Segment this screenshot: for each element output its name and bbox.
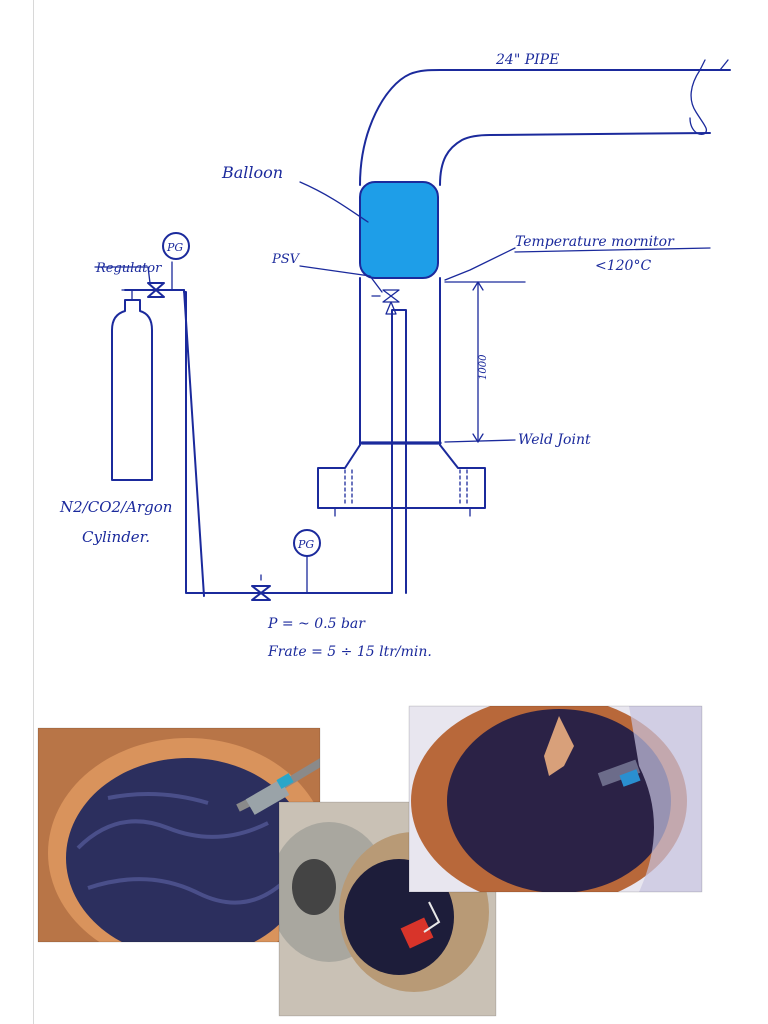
pipe-elbow xyxy=(359,59,731,186)
pressure-gauge-label-top: PG xyxy=(166,241,183,254)
temperature-monitor-label: Temperature mornitor xyxy=(515,234,675,250)
dimension-marker xyxy=(444,281,526,443)
purge-setup-sketch: 24" PIPE Balloon Temperature mornitor <1… xyxy=(59,52,731,660)
hand-in-pipe-photo xyxy=(409,706,702,892)
pressure-gauge-top xyxy=(162,232,190,260)
bottom-valve xyxy=(251,574,271,601)
regulator-valve xyxy=(147,261,173,298)
temperature-limit-label: <120°C xyxy=(595,258,651,274)
flow-rate-label: Frate = 5 ÷ 15 ltr/min. xyxy=(267,644,432,660)
page-margin-line xyxy=(33,0,34,1024)
spool-walls xyxy=(359,277,442,446)
psv-valve xyxy=(371,289,400,315)
cylinder-label: Cylinder. xyxy=(82,528,150,546)
psv-label: PSV xyxy=(271,252,301,267)
pressure-gauge-bottom xyxy=(293,529,321,594)
pressure-gauge-label-bottom: PG xyxy=(297,538,314,551)
cylinder-gas-label: N2/CO2/Argon xyxy=(59,498,172,516)
balloon-label: Balloon xyxy=(221,163,283,182)
dimension-label: 1000 xyxy=(478,354,489,380)
balloon-shape xyxy=(359,181,439,279)
pipe-label: 24" PIPE xyxy=(495,52,559,68)
gas-cylinder xyxy=(111,289,153,481)
regulator-label: Regulator xyxy=(95,261,162,276)
flange-base xyxy=(317,444,486,517)
pressure-label: P = ~ 0.5 bar xyxy=(267,616,366,632)
balloon-in-pipe-photo xyxy=(38,728,320,942)
weld-joint-label: Weld Joint xyxy=(518,432,591,448)
leader-lines xyxy=(94,181,711,443)
gas-supply-line xyxy=(124,289,407,597)
